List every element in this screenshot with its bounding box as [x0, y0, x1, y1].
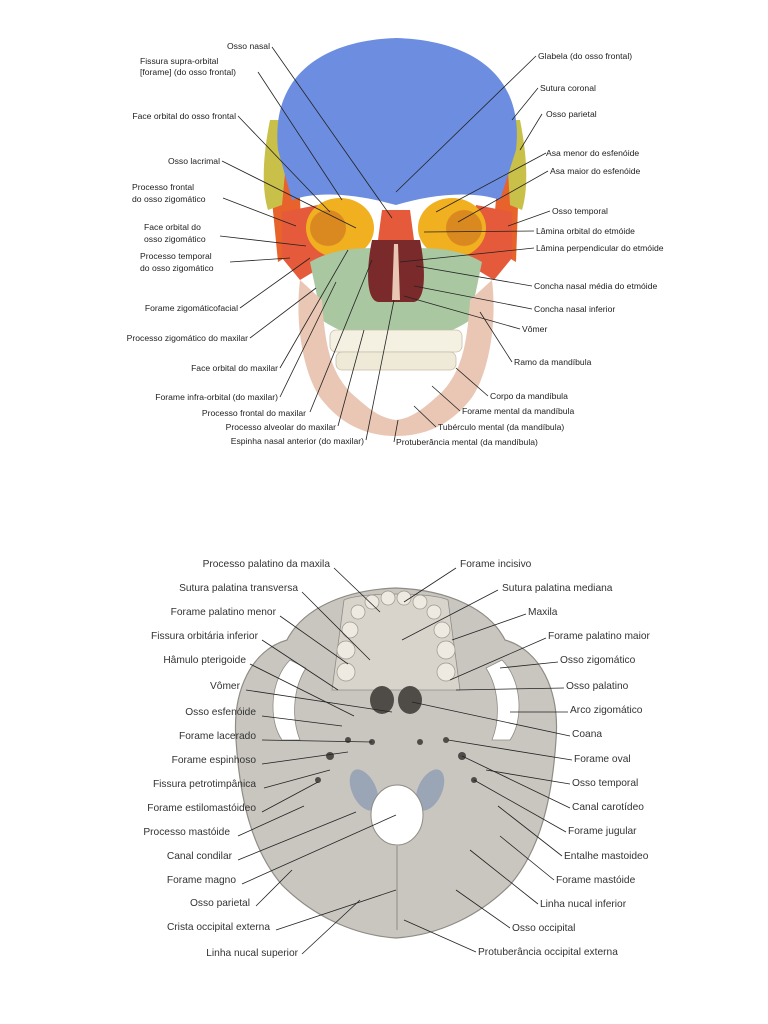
- label-forame-palatino-maior: Forame palatino maior: [548, 631, 651, 642]
- label-espinha-nasal-anterior: Espinha nasal anterior (do maxilar): [231, 436, 364, 446]
- label-osso-parietal: Osso parietal: [546, 109, 597, 119]
- anterior-labels-left: Osso nasal Fissura supra-orbital [forame…: [127, 41, 364, 446]
- anterior-skull-drawing: [263, 38, 527, 436]
- label-corpo-mandibula: Corpo da mandíbula: [490, 391, 568, 401]
- choana-left: [370, 686, 394, 714]
- label-forame-magno: Forame magno: [167, 875, 236, 886]
- label-concha-nasal-inferior: Concha nasal inferior: [534, 304, 615, 314]
- label-arco-zigomatico: Arco zigomático: [570, 705, 643, 716]
- label-lamina-orbital-etmoide: Lâmina orbital do etmóide: [536, 226, 635, 236]
- label-do-osso-zigomatico-1: do osso zigomático: [132, 194, 206, 204]
- anterior-skull-figure: Osso nasal Fissura supra-orbital [forame…: [127, 38, 664, 447]
- inferior-skull-figure: Processo palatino da maxila Sutura palat…: [143, 559, 650, 959]
- label-fissura-orbitaria-inferior: Fissura orbitária inferior: [151, 631, 259, 642]
- zygomatic-arch-right-gap: [485, 659, 520, 741]
- foramen-magnum: [370, 784, 424, 846]
- label-processo-temporal: Processo temporal: [140, 251, 212, 261]
- label-sutura-palatina-mediana: Sutura palatina mediana: [502, 583, 613, 594]
- label-fissura-petrotimpanica: Fissura petrotimpânica: [153, 779, 256, 790]
- label-entalhe-mastoideo: Entalhe mastoideo: [564, 851, 649, 862]
- label-face-orbital-do: Face orbital do: [144, 222, 201, 232]
- label-linha-nucal-superior: Linha nucal superior: [206, 948, 298, 959]
- label-coana: Coana: [572, 729, 602, 740]
- label-face-orbital-osso-frontal: Face orbital do osso frontal: [132, 111, 236, 121]
- label-maxila: Maxila: [528, 607, 558, 618]
- label-processo-frontal: Processo frontal: [132, 182, 194, 192]
- label-crista-occipital-externa: Crista occipital externa: [167, 922, 270, 933]
- label-canal-carotideo: Canal carotídeo: [572, 802, 644, 813]
- label-forame-zigomaticofacial: Forame zigomáticofacial: [145, 303, 238, 313]
- label-osso-zigomatico: osso zigomático: [144, 234, 206, 244]
- label-forame-incisivo: Forame incisivo: [460, 559, 532, 570]
- label-osso-zigomatico-2: Osso zigomático: [560, 655, 636, 666]
- label-forame-estilomastoideo: Forame estilomastóideo: [147, 803, 256, 814]
- label-vomer-1: Vômer: [522, 324, 547, 334]
- label-processo-alveolar-maxilar: Processo alveolar do maxilar: [226, 422, 336, 432]
- label-asa-menor-esfenoide: Asa menor do esfenóide: [546, 148, 639, 158]
- vomer-septum: [392, 244, 400, 300]
- label-forame-infra-orbital: Forame infra-orbital (do maxilar): [155, 392, 278, 402]
- label-asa-maior-esfenoide: Asa maior do esfenóide: [550, 166, 641, 176]
- label-osso-lacrimal: Osso lacrimal: [168, 156, 220, 166]
- upper-teeth-arch: [336, 590, 456, 682]
- label-vomer-2: Vômer: [210, 681, 241, 692]
- occipital-condyle-right: [415, 769, 445, 811]
- label-glabela: Glabela (do osso frontal): [538, 51, 632, 61]
- label-lamina-perpendicular-etmoide: Lâmina perpendicular do etmóide: [536, 243, 664, 253]
- label-fissura-supra-orbital: Fissura supra-orbital: [140, 56, 218, 66]
- label-osso-occipital: Osso occipital: [512, 923, 575, 934]
- label-processo-palatino-maxila: Processo palatino da maxila: [203, 559, 331, 570]
- label-processo-mastoide: Processo mastóide: [143, 827, 230, 838]
- upper-teeth: [329, 329, 463, 353]
- hard-palate: [331, 593, 461, 691]
- label-sutura-palatina-transversa: Sutura palatina transversa: [179, 583, 298, 594]
- orbit-left-shadow: [310, 210, 346, 246]
- label-osso-temporal: Osso temporal: [552, 206, 608, 216]
- anterior-leader-lines: [219, 46, 551, 443]
- label-protuberancia-occipital-externa: Protuberância occipital externa: [478, 947, 618, 958]
- lower-teeth: [335, 351, 457, 371]
- nasal-bone: [378, 210, 414, 240]
- orbit-right-shadow: [446, 210, 482, 246]
- label-processo-zigomatico-maxilar: Processo zigomático do maxilar: [127, 333, 248, 343]
- label-forame-mastoide: Forame mastóide: [556, 875, 636, 886]
- anterior-labels-right: Glabela (do osso frontal) Sutura coronal…: [396, 51, 664, 447]
- label-forame-jugular: Forame jugular: [568, 826, 637, 837]
- label-linha-nucal-inferior: Linha nucal inferior: [540, 899, 627, 910]
- label-do-osso-zigomatico-2: do osso zigomático: [140, 263, 214, 273]
- label-ramo-mandibula: Ramo da mandíbula: [514, 357, 592, 367]
- inferior-leader-lines: [237, 567, 573, 955]
- inferior-labels-right: Forame incisivo Sutura palatina mediana …: [460, 559, 651, 958]
- label-canal-condilar: Canal condilar: [167, 851, 233, 862]
- label-protuberancia-mental: Protuberância mental (da mandíbula): [396, 437, 538, 447]
- label-osso-esfenoide: Osso esfenóide: [185, 707, 256, 718]
- label-osso-palatino: Osso palatino: [566, 681, 629, 692]
- label-hamulo-pterigoide: Hâmulo pterigoide: [163, 655, 246, 666]
- label-forame-espinhoso: Forame espinhoso: [172, 755, 257, 766]
- inferior-skull-drawing: [234, 587, 558, 939]
- label-forame-oval: Forame oval: [574, 754, 631, 765]
- label-forame-mental: Forame mental da mandíbula: [462, 406, 574, 416]
- label-osso-nasal: Osso nasal: [227, 41, 270, 51]
- inferior-labels-left: Processo palatino da maxila Sutura palat…: [143, 559, 330, 959]
- frontal-bone: [277, 38, 517, 205]
- label-osso-temporal-2: Osso temporal: [572, 778, 638, 789]
- occipital-condyle-left: [349, 769, 379, 811]
- choana-right: [398, 686, 422, 714]
- label-sutura-coronal: Sutura coronal: [540, 83, 596, 93]
- label-face-orbital-maxilar: Face orbital do maxilar: [191, 363, 278, 373]
- label-concha-nasal-media: Concha nasal média do etmóide: [534, 281, 657, 291]
- label-osso-parietal-2: Osso parietal: [190, 898, 250, 909]
- label-forame-lacerado: Forame lacerado: [179, 731, 256, 742]
- label-forame-do-osso-frontal: [forame] (do osso frontal): [140, 67, 236, 77]
- label-processo-frontal-maxilar: Processo frontal do maxilar: [202, 408, 306, 418]
- label-forame-palatino-menor: Forame palatino menor: [171, 607, 277, 618]
- label-tuberculo-mental: Tubérculo mental (da mandíbula): [438, 422, 564, 432]
